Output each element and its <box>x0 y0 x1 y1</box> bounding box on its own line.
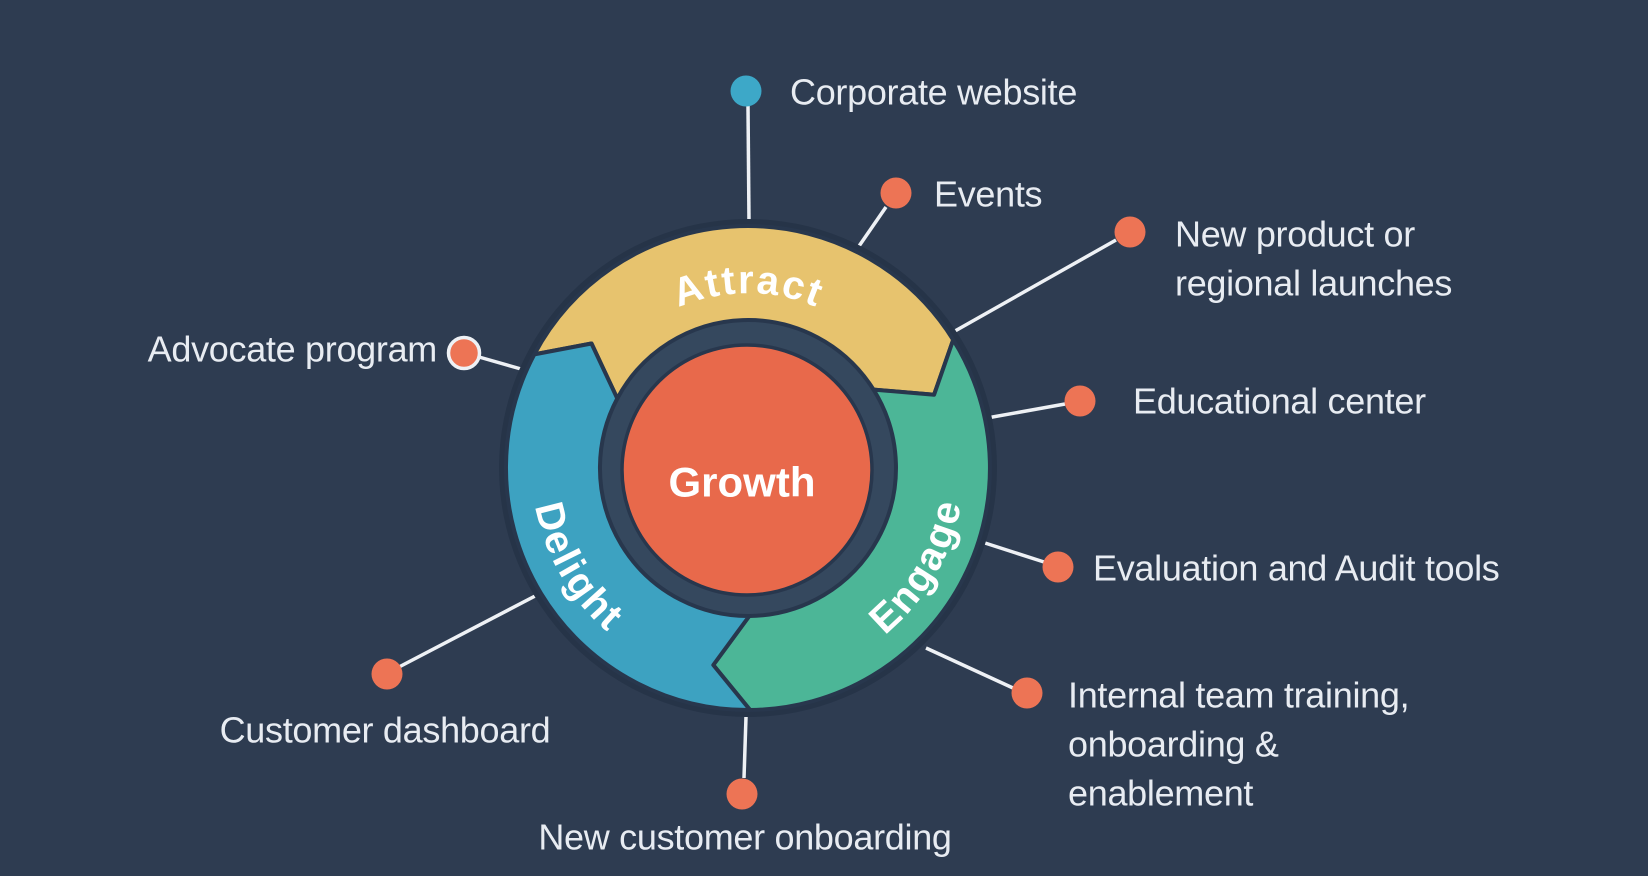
internal-team-training-connector <box>925 646 1014 690</box>
spoke-educational-center: Educational center <box>986 381 1426 422</box>
spoke-internal-team-training: Internal team training, onboarding & ena… <box>925 646 1410 814</box>
spoke-evaluation-audit-tools: Evaluation and Audit tools <box>984 541 1500 589</box>
internal-team-training-dot <box>1011 677 1043 709</box>
spoke-advocate-program: Advocate program <box>148 329 522 371</box>
segment-delight <box>503 341 753 713</box>
spoke-new-product-launches: New product or regional launches <box>954 214 1452 333</box>
customer-dashboard-connector <box>398 593 538 669</box>
events-label: Events <box>934 174 1042 215</box>
segment-engage <box>711 337 992 712</box>
growth-label: Growth <box>669 459 816 506</box>
spoke-new-customer-onboarding: New customer onboarding <box>538 716 952 858</box>
educational-center-connector <box>986 402 1066 420</box>
educational-center-dot <box>1064 385 1096 417</box>
spoke-customer-dashboard: Customer dashboard <box>220 593 551 751</box>
new-customer-onboarding-connector <box>742 716 748 779</box>
events-dot <box>880 177 912 209</box>
new-product-launches-dot <box>1114 216 1146 248</box>
internal-team-training-label-line1: Internal team training, <box>1068 675 1409 716</box>
evaluation-audit-tools-label: Evaluation and Audit tools <box>1093 548 1500 589</box>
new-customer-onboarding-label: New customer onboarding <box>538 817 951 858</box>
customer-dashboard-dot <box>371 658 403 690</box>
evaluation-audit-tools-connector <box>984 541 1045 564</box>
corporate-website-connector <box>746 105 751 222</box>
evaluation-audit-tools-dot <box>1042 551 1074 583</box>
corporate-website-dot <box>730 75 762 107</box>
new-product-launches-label-line2: regional launches <box>1175 263 1452 304</box>
advocate-program-connector <box>478 355 522 371</box>
segment-attract <box>532 224 956 401</box>
corporate-website-label: Corporate website <box>790 72 1077 113</box>
customer-dashboard-label: Customer dashboard <box>220 710 551 751</box>
events-connector <box>855 206 888 250</box>
spoke-events: Events <box>855 174 1043 250</box>
growth-hub <box>620 343 874 597</box>
new-product-launches-connector <box>954 238 1117 333</box>
spoke-corporate-website: Corporate website <box>730 72 1077 222</box>
educational-center-label: Educational center <box>1133 381 1426 422</box>
advocate-program-dot <box>446 335 482 371</box>
new-customer-onboarding-dot <box>726 778 758 810</box>
internal-team-training-label-line2: onboarding & <box>1068 724 1279 765</box>
new-product-launches-label-line1: New product or <box>1175 214 1415 255</box>
internal-team-training-label-line3: enablement <box>1068 773 1253 814</box>
advocate-program-label: Advocate program <box>148 329 437 370</box>
